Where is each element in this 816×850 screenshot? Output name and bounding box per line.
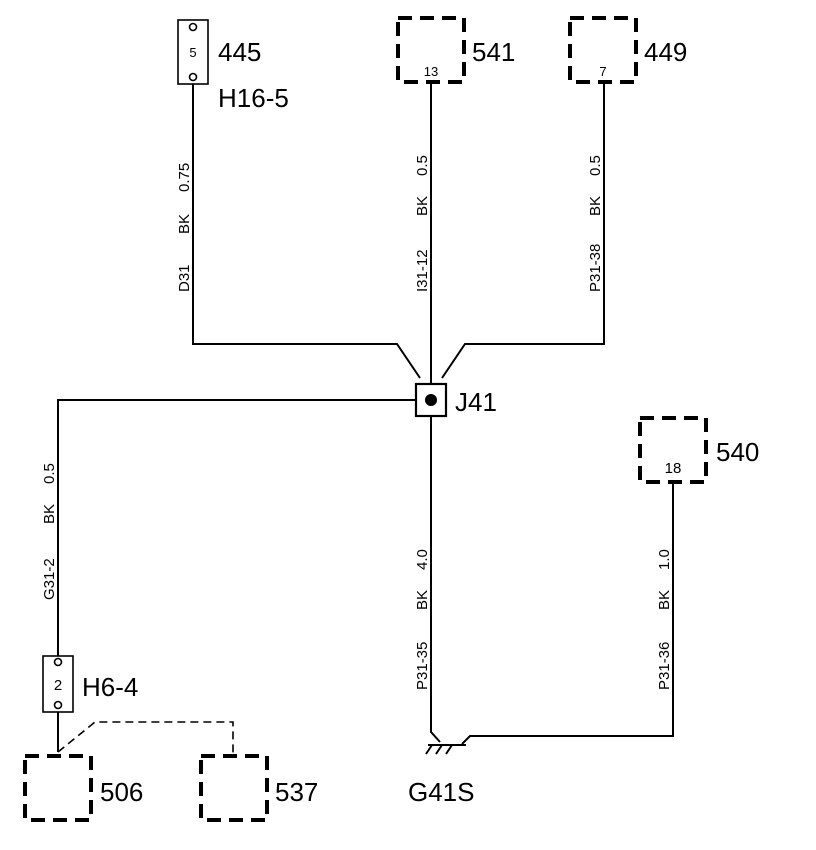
wire-i31-12-circuit: I31-12 — [414, 249, 431, 292]
splice-j41-name: J41 — [455, 387, 497, 417]
component-540[interactable]: 18 — [638, 416, 708, 484]
connector-h6-4-pin: 2 — [54, 677, 62, 694]
wire-p31-38 — [441, 84, 605, 379]
wire-d31-color: BK — [176, 214, 193, 234]
wire-i31-12-color: BK — [414, 196, 431, 216]
wire-label-i31-12: I31-12 BK 0.5 — [414, 155, 431, 292]
wire-p31-35-circuit: P31-35 — [414, 642, 431, 690]
pin-hole-icon — [53, 700, 63, 710]
connector-445-id: 445 — [218, 37, 261, 67]
component-449-id: 449 — [644, 37, 687, 67]
wire-g31-2-circuit: G31-2 — [41, 558, 58, 600]
wire-label-p31-36: P31-36 BK 1.0 — [656, 549, 673, 690]
component-541-pin: 13 — [424, 64, 438, 79]
wire-p31-38-color: BK — [587, 196, 604, 216]
wire-label-d31: D31 BK 0.75 — [176, 163, 193, 292]
wire-p31-36-color: BK — [656, 590, 673, 610]
wire-p31-38-size: 0.5 — [587, 155, 604, 176]
wire-d31 — [192, 84, 421, 379]
wire-p31-35-color: BK — [414, 590, 431, 610]
wire-d31-size: 0.75 — [176, 163, 193, 192]
component-506[interactable] — [23, 754, 93, 822]
wire-p31-35 — [430, 416, 441, 743]
component-449[interactable]: 7 — [568, 16, 638, 84]
component-449-pin: 7 — [599, 64, 606, 79]
component-537[interactable] — [199, 754, 269, 822]
wire-g31-2-color: BK — [41, 504, 58, 524]
pin-hole-icon — [188, 72, 198, 82]
ground-g41s-name: G41S — [408, 777, 475, 807]
wire-d31-circuit: D31 — [176, 264, 193, 292]
connector-445-name: H16-5 — [218, 83, 289, 113]
wire-paths — [57, 84, 674, 756]
wire-dashed-537 — [57, 721, 234, 756]
wire-p31-38-circuit: P31-38 — [587, 244, 604, 292]
connector-h6-4-name: H6-4 — [82, 672, 138, 702]
wire-g31-2-size: 0.5 — [41, 463, 58, 484]
wire-label-g31-2: G31-2 BK 0.5 — [41, 463, 58, 600]
component-540-pin: 18 — [665, 460, 682, 477]
pin-hole-icon — [188, 22, 198, 32]
splice-dot-icon — [425, 394, 437, 406]
wire-i31-12-size: 0.5 — [414, 155, 431, 176]
ground-icon[interactable] — [425, 744, 466, 755]
connector-h6-4[interactable]: 2 — [42, 655, 74, 713]
wire-label-p31-38: P31-38 BK 0.5 — [587, 155, 604, 292]
wire-p31-36-circuit: P31-36 — [656, 642, 673, 690]
component-537-id: 537 — [275, 777, 318, 807]
wire-p31-36-size: 1.0 — [656, 549, 673, 570]
component-506-id: 506 — [100, 777, 143, 807]
component-540-id: 540 — [716, 437, 759, 467]
wire-p31-36 — [461, 484, 674, 745]
wire-label-p31-35: P31-35 BK 4.0 — [414, 549, 431, 690]
component-541[interactable]: 13 — [396, 16, 466, 84]
connector-445-pin: 5 — [189, 45, 196, 60]
wire-p31-35-size: 4.0 — [414, 549, 431, 570]
splice-j41[interactable] — [414, 382, 448, 418]
wire-g31-2 — [57, 399, 417, 656]
component-541-id: 541 — [472, 37, 515, 67]
pin-hole-icon — [53, 657, 63, 667]
connector-445[interactable]: 5 — [177, 19, 209, 85]
